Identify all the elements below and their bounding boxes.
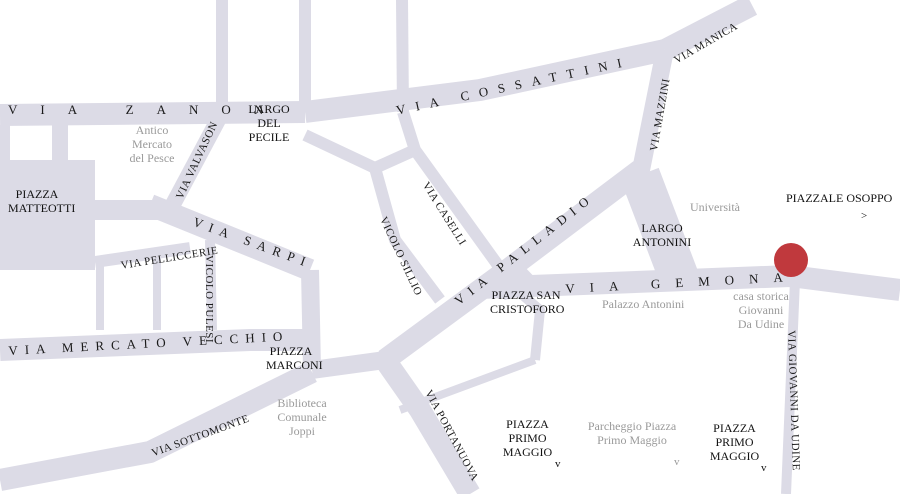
road-via-portanuova: [375, 353, 480, 494]
street-via-zanon: VIA ZANON: [8, 102, 287, 117]
matteotti-east-block: [95, 200, 165, 220]
arrow-down-parcheggio: v: [674, 456, 680, 468]
road-to-piazza: [302, 129, 418, 174]
location-marker[interactable]: [774, 243, 808, 277]
piazza-matteotti-area: [0, 160, 95, 270]
square-piazza-primo-maggio-left: PIAZZA PRIMO MAGGIO: [502, 417, 553, 459]
san-cristoforo-area: [480, 262, 545, 300]
landmark-parcheggio: Parcheggio Piazza Primo Maggio: [587, 419, 677, 447]
matteotti-north-block: [52, 125, 68, 165]
square-piazzale-osoppo: PIAZZALE OSOPPO: [786, 191, 893, 205]
square-piazza-primo-maggio-right: PIAZZA PRIMO MAGGIO: [709, 421, 760, 463]
road-marconi-east: [310, 351, 387, 379]
square-piazza-marconi: PIAZZA MARCONI: [266, 344, 323, 372]
matteotti-edge-block: [0, 125, 10, 165]
arrow-down-primo-maggio-right: v: [761, 462, 767, 474]
landmark-palazzo-antonini: Palazzo Antonini: [602, 297, 685, 311]
square-piazza-san-cristoforo: PIAZZA SAN CRISTOFORO: [490, 288, 565, 316]
road-via-mercato-vecchio: [0, 329, 312, 361]
street-largo-del-pecile: LARGO DEL PECILE: [248, 102, 290, 144]
road-via-sarpi: [145, 194, 315, 281]
landmark-biblioteca: Biblioteca Comunale Joppi: [277, 396, 327, 438]
road-vicolo-pulesi: [205, 239, 217, 331]
road-via-caselli: [397, 110, 510, 279]
road-diagonal-south: [398, 356, 537, 414]
landmark-universita: Università: [690, 200, 740, 214]
road-via-zanon: [0, 101, 306, 126]
landmark-antico-mercato: Antico Mercato del Pesce: [129, 123, 175, 165]
road-via-pellicceri: [94, 242, 191, 268]
landmark-casa-storica: casa storica Giovanni Da Udine: [733, 289, 789, 331]
square-piazza-matteotti: PIAZZA MATTEOTTI: [8, 187, 76, 215]
arrow-right-osoppo: >: [861, 210, 868, 222]
square-largo-antonini: LARGO ANTONINI: [632, 221, 692, 249]
road-north-3: [396, 0, 409, 113]
road-via-sottomonte: [0, 362, 317, 491]
road-via-manica: [659, 0, 758, 60]
road-via-giovanni-da-udine: [781, 279, 800, 494]
arrow-down-primo-maggio-left: v: [555, 458, 561, 470]
road-piazza-marconi: [301, 269, 321, 371]
road-vicolo-sillio: [369, 166, 445, 304]
road-largo-antonini: [621, 167, 699, 288]
road-via-valvason: [162, 116, 226, 214]
road-via-cossattini: [303, 39, 668, 123]
road-via-mazzini: [631, 48, 674, 177]
street-vicolo-pulesi: VICOLO PULESI: [203, 255, 215, 344]
